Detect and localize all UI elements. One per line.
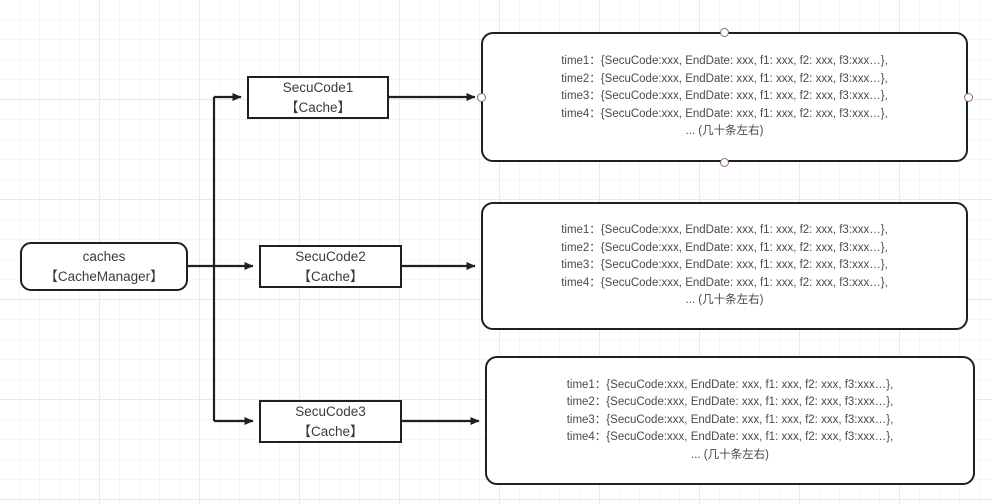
secucode2-line1: SecuCode2	[295, 249, 366, 265]
secucode3-node-label: SecuCode3 【Cache】	[295, 402, 366, 440]
secucode3-node[interactable]: SecuCode3 【Cache】	[259, 400, 402, 443]
detail-row: time3：{SecuCode:xxx, EndDate: xxx, f1: x…	[566, 413, 894, 426]
detail-tail: ... (几十条左右)	[685, 125, 764, 138]
detail-box-1-text: time1：{SecuCode:xxx, EndDate: xxx, f1: x…	[561, 53, 888, 140]
detail-row: time4：{SecuCode:xxx, EndDate: xxx, f1: x…	[561, 276, 888, 289]
selection-handle-left[interactable]	[476, 92, 486, 102]
selection-handle-top[interactable]	[719, 27, 729, 37]
secucode2-node-label: SecuCode2 【Cache】	[295, 247, 366, 285]
secucode2-line2: 【Cache】	[297, 268, 364, 284]
secucode1-node-label: SecuCode1 【Cache】	[283, 78, 354, 116]
secucode2-node[interactable]: SecuCode2 【Cache】	[259, 245, 402, 288]
detail-box-2-text: time1：{SecuCode:xxx, EndDate: xxx, f1: x…	[561, 222, 888, 309]
secucode3-line2: 【Cache】	[297, 423, 364, 439]
caches-node-label: caches 【CacheManager】	[44, 247, 163, 285]
secucode1-line2: 【Cache】	[284, 99, 352, 115]
caches-node-line2: 【CacheManager】	[44, 268, 164, 284]
detail-box-3-text: time1：{SecuCode:xxx, EndDate: xxx, f1: x…	[567, 377, 894, 464]
detail-row: time1：{SecuCode:xxx, EndDate: xxx, f1: x…	[561, 224, 888, 237]
detail-tail: ... (几十条左右)	[685, 294, 764, 307]
detail-tail: ... (几十条左右)	[691, 448, 769, 461]
detail-row: time3：{SecuCode:xxx, EndDate: xxx, f1: x…	[561, 90, 888, 103]
secucode1-node[interactable]: SecuCode1 【Cache】	[247, 76, 389, 119]
detail-box-1[interactable]: time1：{SecuCode:xxx, EndDate: xxx, f1: x…	[481, 32, 968, 162]
detail-row: time2：{SecuCode:xxx, EndDate: xxx, f1: x…	[561, 241, 888, 254]
detail-row: time2：{SecuCode:xxx, EndDate: xxx, f1: x…	[561, 72, 888, 85]
selection-handle-right[interactable]	[963, 92, 973, 102]
detail-row: time1：{SecuCode:xxx, EndDate: xxx, f1: x…	[566, 378, 894, 391]
secucode1-line1: SecuCode1	[282, 80, 354, 96]
caches-node[interactable]: caches 【CacheManager】	[20, 242, 188, 291]
detail-row: time2：{SecuCode:xxx, EndDate: xxx, f1: x…	[566, 396, 894, 409]
caches-node-line1: caches	[82, 249, 126, 265]
detail-row: time4：{SecuCode:xxx, EndDate: xxx, f1: x…	[566, 431, 894, 444]
detail-row: time4：{SecuCode:xxx, EndDate: xxx, f1: x…	[561, 107, 888, 120]
detail-box-2[interactable]: time1：{SecuCode:xxx, EndDate: xxx, f1: x…	[481, 202, 968, 330]
detail-row: time3：{SecuCode:xxx, EndDate: xxx, f1: x…	[561, 259, 888, 272]
detail-box-3[interactable]: time1：{SecuCode:xxx, EndDate: xxx, f1: x…	[485, 356, 975, 485]
detail-row: time1：{SecuCode:xxx, EndDate: xxx, f1: x…	[561, 55, 888, 68]
selection-handle-bottom[interactable]	[719, 157, 729, 167]
secucode3-line1: SecuCode3	[295, 404, 366, 420]
